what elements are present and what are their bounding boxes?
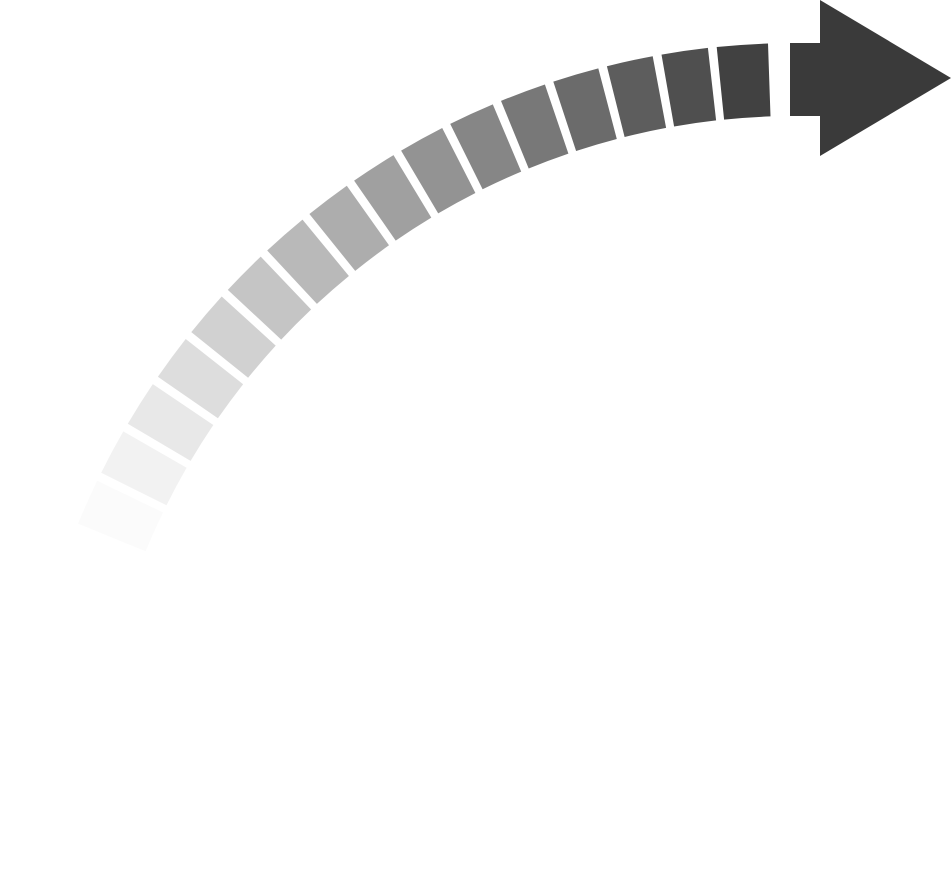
arrow-segment <box>501 84 569 169</box>
arrow-segment <box>716 43 771 120</box>
arrow-segment <box>354 155 432 241</box>
arrow-segment <box>157 339 244 419</box>
arrow-segment <box>101 431 187 506</box>
arrow-segment <box>267 219 349 304</box>
arrow-segment <box>401 128 476 214</box>
arrow-segment <box>227 256 312 340</box>
arrow-segment <box>661 47 717 127</box>
arrow-segment <box>553 68 617 151</box>
arrow-segment <box>127 384 214 461</box>
arrow-segment <box>78 480 163 552</box>
arrow-segments <box>78 43 822 552</box>
arrow-segment <box>309 185 389 271</box>
arrow-segment <box>450 104 522 190</box>
arrow-segment <box>606 56 667 138</box>
arrow-segment <box>191 296 276 378</box>
arrow-head <box>820 0 951 156</box>
arrow-connector <box>790 43 822 116</box>
